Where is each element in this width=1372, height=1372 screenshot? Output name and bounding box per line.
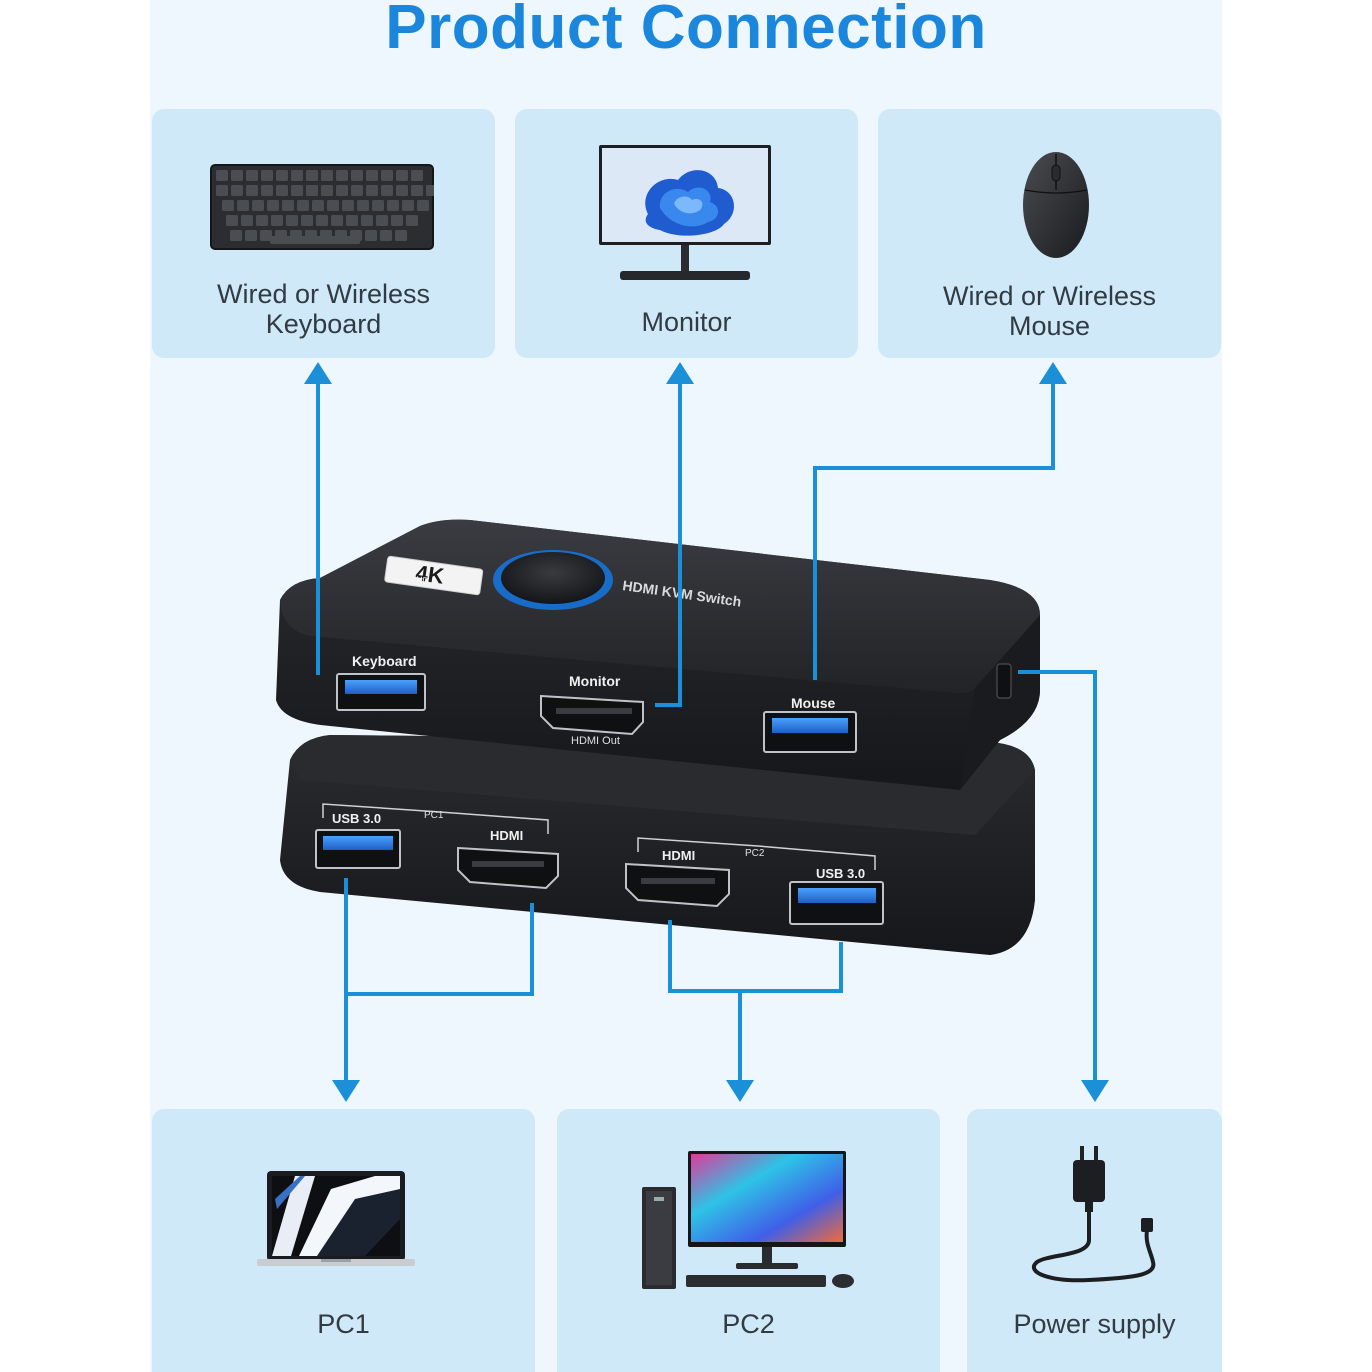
pc1-hdmi-label: HDMI	[490, 828, 523, 843]
power-connection-line	[1018, 670, 1097, 1085]
badge-main-text: 4K	[414, 560, 445, 589]
power-card: Power supply	[967, 1109, 1222, 1372]
pc1-connection-line	[344, 878, 534, 1085]
power-adapter-icon	[1029, 1144, 1169, 1284]
power-port[interactable]	[996, 663, 1012, 699]
switch-button[interactable]	[493, 550, 613, 610]
laptop-icon	[255, 1169, 417, 1269]
pc2-group-label: PC2	[745, 848, 765, 859]
keyboard-icon	[210, 164, 434, 250]
pc2-arrow-head	[726, 1080, 754, 1102]
keyboard-card: Wired or Wireless Keyboard	[152, 109, 495, 358]
keyboard-card-label: Wired or Wireless Keyboard	[216, 279, 431, 339]
hdmi-out-label: HDMI Out	[571, 735, 620, 747]
power-arrow-head	[1081, 1080, 1109, 1102]
mouse-connection-line	[813, 380, 1055, 680]
keyboard-arrow-head	[304, 362, 332, 384]
pc1-usb-port[interactable]	[315, 829, 401, 869]
pc2-hdmi-port[interactable]	[625, 862, 730, 908]
keyboard-port-label: Keyboard	[352, 653, 417, 669]
mouse-port-label: Mouse	[791, 695, 836, 711]
monitor-card-label: Monitor	[641, 307, 732, 337]
mouse-card-label: Wired or Wireless Mouse	[942, 281, 1157, 341]
desktop-pc-icon	[640, 1149, 860, 1291]
4k-badge: 4K ULTRA HD	[384, 555, 484, 596]
pc2-connection-line	[668, 920, 843, 1085]
pc2-usb-port[interactable]	[789, 881, 884, 925]
pc2-card-label: PC2	[722, 1309, 775, 1339]
monitor-card: Monitor	[515, 109, 858, 358]
mouse-usb-port[interactable]	[763, 711, 857, 753]
pc2-usb-label: USB 3.0	[816, 866, 865, 881]
mouse-arrow-head	[1039, 362, 1067, 384]
mouse-icon	[1021, 150, 1091, 260]
pc1-card-label: PC1	[317, 1309, 370, 1339]
pc2-card: PC2	[557, 1109, 940, 1372]
pc1-usb-label: USB 3.0	[332, 811, 381, 826]
pc1-arrow-head	[332, 1080, 360, 1102]
mouse-card: Wired or Wireless Mouse	[878, 109, 1221, 358]
monitor-port-label: Monitor	[569, 673, 621, 689]
pc2-hdmi-label: HDMI	[662, 848, 695, 863]
hdmi-out-port[interactable]	[540, 694, 644, 736]
keyboard-usb-port[interactable]	[336, 673, 426, 711]
pc1-card: PC1	[152, 1109, 535, 1372]
pc1-group-label: PC1	[424, 810, 444, 821]
page-title: Product Connection	[385, 0, 987, 62]
monitor-arrow-head	[666, 362, 694, 384]
power-card-label: Power supply	[1013, 1309, 1176, 1339]
pc1-hdmi-port[interactable]	[457, 846, 559, 890]
monitor-connection-line	[655, 380, 682, 707]
monitor-icon	[598, 144, 772, 286]
